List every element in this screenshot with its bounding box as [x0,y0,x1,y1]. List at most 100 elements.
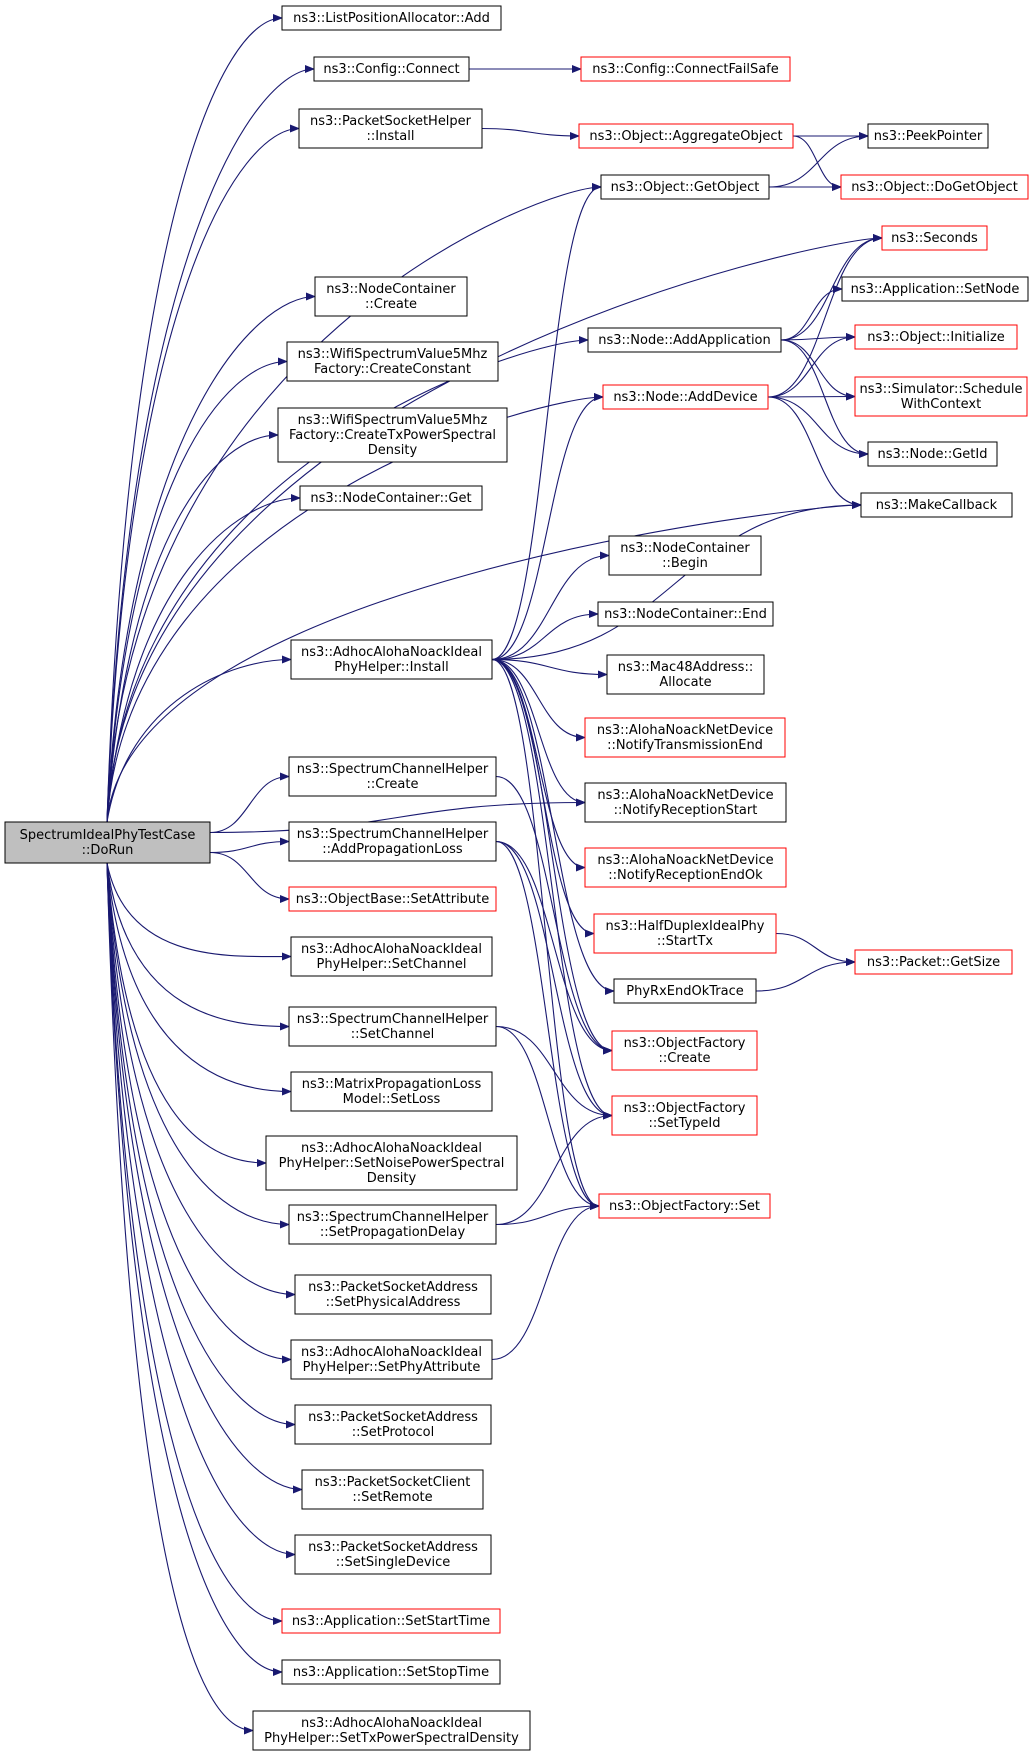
node-box [294,1274,492,1315]
node-label: ::Begin [662,556,708,571]
node-ns3-packetsocketclient-setremote[interactable]: ns3::PacketSocketClient::SetRemote [301,1469,484,1510]
edge-root-to-n7 [106,183,602,823]
node-ns3-seconds[interactable]: ns3::Seconds [881,225,988,251]
edge-root-to-n49 [106,862,254,1735]
node-ns3-application-setstarttime[interactable]: ns3::Application::SetStartTime [281,1608,501,1634]
edge-n13-to-n9 [780,234,883,341]
node-ns3-node-getid[interactable]: ns3::Node::GetId [867,441,998,467]
node-ns3-adhocalohanoackideal-phyhelper-settxpowerspectraldensity[interactable]: ns3::AdhocAlohaNoackIdealPhyHelper::SetT… [252,1710,531,1751]
edge-root-to-n39 [106,862,267,1167]
node-ns3-config-connectfailsafe[interactable]: ns3::Config::ConnectFailSafe [580,56,791,82]
node-phyrxendoktrace[interactable]: PhyRxEndOkTrace [613,978,757,1004]
node-ns3-listpositionallocator-add[interactable]: ns3::ListPositionAllocator::Add [281,5,502,31]
node-ns3-nodecontainer-end[interactable]: ns3::NodeContainer::End [597,601,774,627]
node-label: ns3::AlohaNoackNetDevice [597,788,773,803]
node-ns3-object-aggregateobject[interactable]: ns3::Object::AggregateObject [578,123,794,149]
node-label: ::DoRun [82,843,134,858]
node-ns3-adhocalohanoackideal-phyhelper-install[interactable]: ns3::AdhocAlohaNoackIdealPhyHelper::Inst… [290,639,493,680]
node-ns3-nodecontainer-begin[interactable]: ns3::NodeContainer::Begin [608,535,762,576]
node-label: Density [368,443,418,458]
edge-n23-to-n38 [491,658,613,1120]
node-label: ns3::NodeContainer::Get [310,491,471,506]
edge-root-to-n23 [106,655,292,823]
node-ns3-spectrumchannelhelper-setpropagationdelay[interactable]: ns3::SpectrumChannelHelper::SetPropagati… [288,1204,497,1245]
node-ns3-spectrumchannelhelper-addpropagationloss[interactable]: ns3::SpectrumChannelHelper::AddPropagati… [288,821,497,862]
node-ns3-halfduplexidealphy-starttx[interactable]: ns3::HalfDuplexIdealPhy::StartTx [593,913,777,954]
node-ns3-application-setstoptime[interactable]: ns3::Application::SetStopTime [281,1659,501,1685]
node-label: ::NotifyReceptionEndOk [608,868,763,883]
node-ns3-adhocalohanoackideal-phyhelper-setchannel[interactable]: ns3::AdhocAlohaNoackIdealPhyHelper::SetC… [290,936,493,977]
edge-root-to-n27 [209,798,586,834]
node-ns3-peekpointer[interactable]: ns3::PeekPointer [867,123,989,149]
node-ns3-makecallback[interactable]: ns3::MakeCallback [860,492,1013,518]
node-ns3-packet-getsize[interactable]: ns3::Packet::GetSize [854,949,1013,975]
node-label: ns3::Simulator::Schedule [859,382,1022,397]
node-label: ::SetTypeId [648,1116,720,1131]
nodes-layer: SpectrumIdealPhyTestCase::DoRun ns3::List… [4,5,1029,1751]
node-box [608,535,762,576]
edge-root-to-n1 [106,14,283,823]
edge-n13-to-n14 [780,333,856,342]
node-label: ns3::Packet::GetSize [867,955,1000,970]
node-label: ns3::AdhocAlohaNoackIdeal [301,645,482,660]
node-ns3-adhocalohanoackideal-phyhelper-setphyattribute[interactable]: ns3::AdhocAlohaNoackIdealPhyHelper::SetP… [290,1339,493,1380]
node-box [602,384,769,410]
node-ns3-packetsocketaddress-setsingledevice[interactable]: ns3::PacketSocketAddress::SetSingleDevic… [294,1534,492,1575]
node-ns3-application-setnode[interactable]: ns3::Application::SetNode [841,276,1029,302]
node-ns3-node-addapplication[interactable]: ns3::Node::AddApplication [587,327,782,353]
node-label: ns3::Config::ConnectFailSafe [592,62,779,77]
node-ns3-objectfactory-create[interactable]: ns3::ObjectFactory::Create [611,1030,758,1071]
node-box [288,821,497,862]
node-ns3-alohanoacknetdevice-notifyreceptionstart[interactable]: ns3::AlohaNoackNetDevice::NotifyReceptio… [584,782,787,823]
node-label: ns3::NodeContainer [620,541,750,556]
node-ns3-object-getobject[interactable]: ns3::Object::GetObject [600,174,770,200]
node-label: ns3::MakeCallback [876,498,998,513]
node-label: ns3::AlohaNoackNetDevice [597,723,773,738]
edge-n40-to-n38 [495,1111,613,1226]
node-box [613,978,757,1004]
node-label: ns3::AdhocAlohaNoackIdeal [301,1345,482,1360]
edge-n40-to-n41 [495,1202,600,1226]
node-ns3-spectrumchannelhelper-setchannel[interactable]: ns3::SpectrumChannelHelper::SetChannel [288,1006,497,1047]
node-ns3-objectfactory-settypeid[interactable]: ns3::ObjectFactory::SetTypeId [611,1095,758,1136]
node-label: ns3::Application::SetStopTime [293,1665,489,1680]
edge-n28-to-n36 [495,840,613,1055]
node-label: ns3::AlohaNoackNetDevice [597,853,773,868]
node-label: PhyHelper::SetChannel [316,957,466,972]
node-ns3-adhocalohanoackideal-phyhelper-setnoisepowerspectral-density[interactable]: ns3::AdhocAlohaNoackIdealPhyHelper::SetN… [265,1135,518,1191]
node-ns3-alohanoacknetdevice-notifyreceptionendok[interactable]: ns3::AlohaNoackNetDevice::NotifyReceptio… [584,847,787,888]
node-ns3-objectfactory-set[interactable]: ns3::ObjectFactory::Set [598,1193,771,1219]
node-ns3-packetsocketaddress-setphysicaladdress[interactable]: ns3::PacketSocketAddress::SetPhysicalAdd… [294,1274,492,1315]
node-label: Allocate [659,675,711,690]
edge-n15-to-n9 [767,234,883,398]
node-label: ::Create [367,777,419,792]
node-ns3-packetsockethelper-install[interactable]: ns3::PacketSocketHelper::Install [298,108,483,149]
node-box [606,654,765,695]
edge-n15-to-n18 [767,396,869,458]
node-ns3-wifispectrumvalue5mhz-factory-createtxpowerspectral-density[interactable]: ns3::WifiSpectrumValue5MhzFactory::Creat… [277,407,508,463]
node-ns3-nodecontainer-get[interactable]: ns3::NodeContainer::Get [299,485,483,511]
node-label: ns3::ObjectBase::SetAttribute [296,892,490,907]
node-ns3-spectrumchannelhelper-create[interactable]: ns3::SpectrumChannelHelper::Create [288,756,497,797]
node-ns3-mac48address-allocate[interactable]: ns3::Mac48Address::Allocate [606,654,765,695]
node-spectrumidealphytestcase-dorun[interactable]: SpectrumIdealPhyTestCase::DoRun [4,821,211,864]
edge-n23-to-n22 [491,610,599,661]
node-ns3-object-dogetobject[interactable]: ns3::Object::DoGetObject [840,174,1029,200]
node-label: ns3::NodeContainer [326,282,456,297]
edge-n23-to-n20 [491,501,862,661]
node-ns3-wifispectrumvalue5mhz-factory-createconstant[interactable]: ns3::WifiSpectrumValue5MhzFactory::Creat… [286,341,499,382]
node-ns3-node-adddevice[interactable]: ns3::Node::AddDevice [602,384,769,410]
node-label: Factory::CreateTxPowerSpectral [289,428,496,443]
node-ns3-object-initialize[interactable]: ns3::Object::Initialize [854,324,1018,350]
node-ns3-alohanoacknetdevice-notifytransmissionend[interactable]: ns3::AlohaNoackNetDevice::NotifyTransmis… [584,717,786,758]
node-ns3-objectbase-setattribute[interactable]: ns3::ObjectBase::SetAttribute [288,886,497,912]
node-ns3-nodecontainer-create[interactable]: ns3::NodeContainer::Create [314,276,468,317]
node-box [290,1339,493,1380]
node-label: ns3::WifiSpectrumValue5Mhz [298,413,488,428]
node-ns3-config-connect[interactable]: ns3::Config::Connect [313,56,470,82]
node-ns3-packetsocketaddress-setprotocol[interactable]: ns3::PacketSocketAddress::SetProtocol [294,1404,492,1445]
edge-root-to-n46 [106,862,296,1559]
edge-n13-to-n11 [780,285,843,341]
